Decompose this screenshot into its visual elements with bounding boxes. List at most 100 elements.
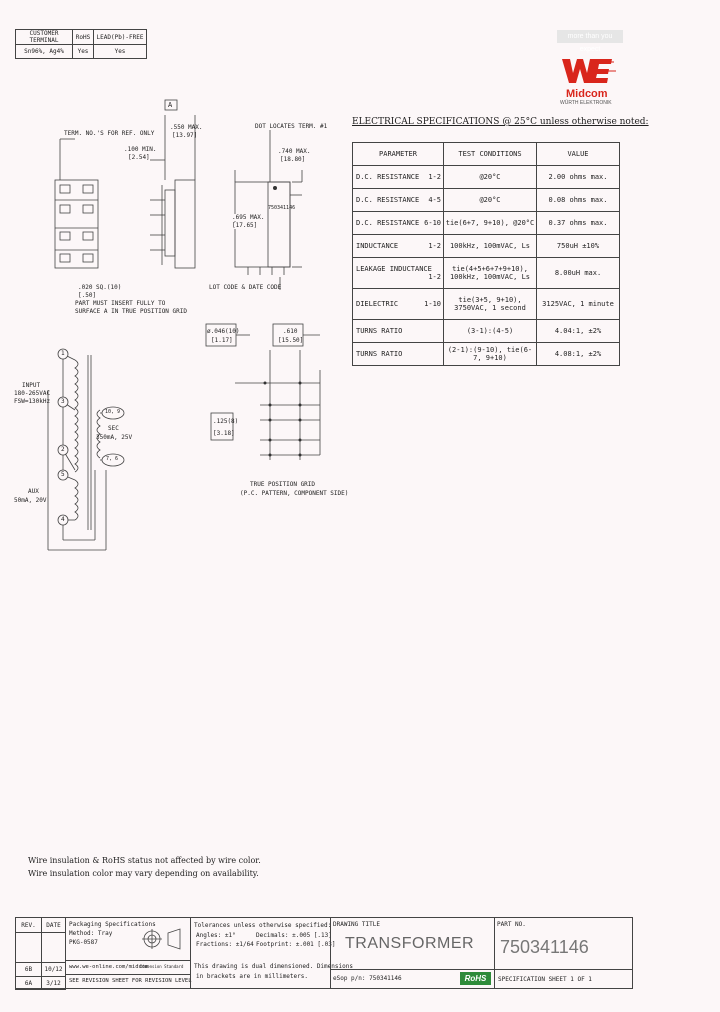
pin-label: 1 (61, 350, 65, 357)
sec-rating: 350mA, 25V (96, 434, 133, 441)
sheet-number: SPECIFICATION SHEET 1 OF 1 (498, 976, 592, 983)
table-row: LEAKAGE INDUCTANCE 1-2 tie(4+5+6+7+9+10)… (352, 257, 620, 289)
divider (66, 974, 190, 975)
rev-cell: 6A (15, 976, 42, 990)
table-row: D.C. RESISTANCE 1-2 @20°C 2.00 ohms max. (352, 165, 620, 189)
input-frequency: FSW=130kHz (14, 398, 51, 405)
spec-param: INDUCTANCE 1-2 (352, 234, 444, 258)
dim-length-mm: [17.65] (232, 222, 258, 229)
divider (66, 960, 190, 961)
spec-cond: (3-1):(4-5) (443, 319, 537, 343)
spec-value: 0.37 ohms max. (536, 211, 620, 235)
table-row: TURNS RATIO (3-1):(4-5) 4.04:1, ±2% (352, 319, 620, 343)
pkg-number: PKG-0587 (69, 939, 98, 946)
spec-value: 2.00 ohms max. (536, 165, 620, 189)
dot-note: DOT LOCATES TERM. #1 (255, 123, 328, 130)
dim-width-mm: [18.80] (280, 156, 306, 163)
tolerance-title: Tolerances unless otherwise specified: (194, 922, 332, 929)
part-number: 750341146 (500, 937, 589, 957)
table-row: D.C. RESISTANCE 6-10 tie(6+7, 9+10), @20… (352, 211, 620, 235)
brand-sub: WÜRTH ELEKTRONIK (560, 100, 612, 106)
spec-title: ELECTRICAL SPECIFICATIONS @ 25°C unless … (352, 117, 649, 127)
sec-pin-label: 10, 9 (105, 409, 121, 415)
spec-cond: tie(3+5, 9+10), 3750VAC, 1 second (443, 288, 537, 320)
brand-name: Midcom (566, 88, 608, 100)
tolerance-decimals: Decimals: ±.005 [.13] (256, 932, 332, 939)
pin-label: 3 (61, 398, 65, 405)
rohs-status-table: CUSTOMER TERMINAL RoHS LEAD(Pb)-FREE Sn9… (15, 29, 147, 59)
date-cell (41, 932, 66, 963)
esop-part-number: eSop p/n: 750341146 (333, 975, 402, 982)
pkg-method: Method: Tray (69, 930, 113, 937)
datum-a-label: A (168, 101, 173, 109)
spec-value: 4.08:1, ±2% (536, 342, 620, 366)
spec-param: TURNS RATIO (352, 342, 444, 366)
dim-pin-square-mm: [.50] (78, 292, 97, 299)
tolerance-angles: Angles: ±1° (196, 932, 236, 939)
divider (494, 917, 495, 989)
brand-tagline: more than you expect (557, 30, 623, 53)
dim-pin-square: .020 SQ.(10) (78, 284, 122, 291)
sec-label: SEC (108, 425, 119, 432)
dual-dimension-note-1: This drawing is dual dimensioned. Dimens… (194, 963, 353, 970)
spec-value: 4.04:1, ±2% (536, 319, 620, 343)
dim-hole-mm: [1.17] (211, 337, 233, 344)
table-row: INDUCTANCE 1-2 100kHz, 100mVAC, Ls 750uH… (352, 234, 620, 258)
dim-height: .550 MAX. (170, 124, 203, 131)
note-line-2: Wire insulation color may vary depending… (28, 869, 259, 878)
spec-param: D.C. RESISTANCE 6-10 (352, 211, 444, 235)
rohs-badge: RoHS (460, 972, 491, 985)
divider (330, 969, 633, 970)
dim-pitch-mm: [3.18] (213, 430, 235, 437)
spec-value: 750uH ±10% (536, 234, 620, 258)
drawing-title: TRANSFORMER (345, 935, 475, 952)
spec-header: TEST CONDITIONS (443, 142, 537, 166)
spec-cond: tie(4+5+6+7+9+10), 100kHz, 100mVAC, Ls (443, 257, 537, 289)
value-cell: Yes (93, 44, 147, 59)
value-cell: Sn96%, Ag4% (15, 44, 73, 59)
spec-cond: 100kHz, 100mVAC, Ls (443, 234, 537, 258)
dim-pitch: .125(8) (213, 418, 239, 425)
insert-note-1: PART MUST INSERT FULLY TO (75, 300, 166, 307)
dim-length: .695 MAX. (232, 214, 265, 221)
date-cell: 3/12 (41, 976, 66, 990)
spec-cond: (2-1):(9-10), tie(6-7, 9+10) (443, 342, 537, 366)
spec-value: 0.08 ohms max. (536, 188, 620, 212)
tolerance-fractions: Fractions: ±1/64 (196, 941, 254, 948)
rev-cell: 6B (15, 962, 42, 977)
pin-label: 4 (61, 516, 65, 523)
lot-code-note: LOT CODE & DATE CODE (209, 284, 282, 291)
input-voltage: 180-265VAC (14, 390, 51, 397)
spec-value: 8.00uH max. (536, 257, 620, 289)
divider (190, 917, 191, 989)
website-link[interactable]: www.we-online.com/midcom (69, 964, 149, 970)
rev-cell (15, 932, 42, 963)
spec-param: LEAKAGE INDUCTANCE 1-2 (352, 257, 444, 289)
date-cell: 10/12 (41, 962, 66, 977)
dimension-standard: Dimension Standard (140, 964, 184, 969)
table-row: TURNS RATIO (2-1):(9-10), tie(6-7, 9+10)… (352, 342, 620, 366)
rev-header: REV. (15, 917, 42, 933)
dim-row-spacing: .610 (283, 328, 298, 335)
dual-dimension-note-2: in brackets are in millimeters. (196, 973, 308, 980)
dim-height-mm: [13.97] (172, 132, 198, 139)
drawing-title-label: DRAWING TITLE (333, 921, 380, 928)
electrical-spec-table: PARAMETER TEST CONDITIONS VALUE D.C. RES… (352, 142, 620, 366)
spec-param: D.C. RESISTANCE 1-2 (352, 165, 444, 189)
table-row: D.C. RESISTANCE 4-5 @20°C 0.08 ohms max. (352, 188, 620, 212)
spec-cond: @20°C (443, 165, 537, 189)
spec-param: TURNS RATIO (352, 319, 444, 343)
value-cell: Yes (72, 44, 94, 59)
spec-cond: tie(6+7, 9+10), @20°C (443, 211, 537, 235)
aux-rating: 50mA, 20V (14, 497, 47, 504)
spec-param: D.C. RESISTANCE 4-5 (352, 188, 444, 212)
grid-note-1: TRUE POSITION GRID (250, 481, 316, 488)
pin-label: 5 (61, 471, 65, 478)
revision-note: SEE REVISION SHEET FOR REVISION LEVEL (69, 978, 192, 984)
grid-note-2: (P.C. PATTERN, COMPONENT SIDE) (240, 490, 349, 497)
sec-pin-label: 7, 6 (106, 456, 119, 462)
spec-cond: @20°C (443, 188, 537, 212)
tolerance-footprint: Footprint: ±.001 [.03] (256, 941, 336, 948)
date-header: DATE (41, 917, 66, 933)
